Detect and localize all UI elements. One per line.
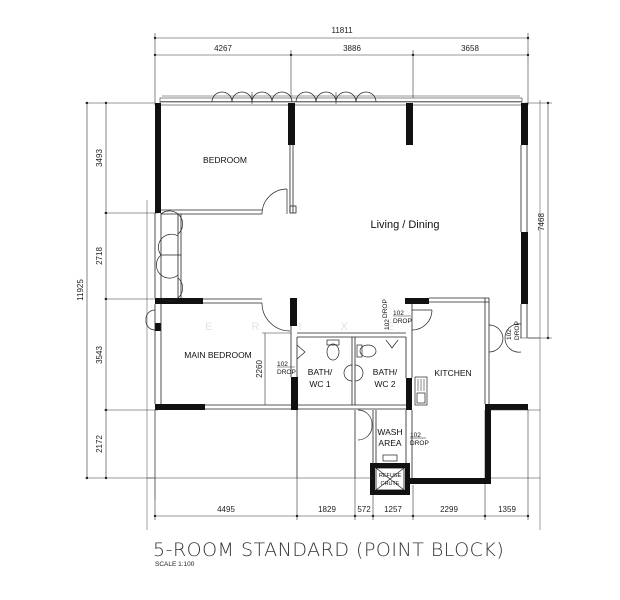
room-label-main-bedroom: MAIN BEDROOM [184, 350, 252, 360]
room-label-bath-wc2-line1: BATH/ [373, 367, 398, 377]
dim-right: 7468 [537, 213, 546, 231]
top-dimension-lines [153, 33, 530, 105]
dim-left-total: 11925 [76, 279, 85, 301]
svg-text:102: 102 [277, 361, 288, 368]
room-label-bedroom: BEDROOM [203, 155, 247, 165]
bottom-dimension-lines [153, 410, 530, 520]
room-label-bath-wc1-line1: BATH/ [308, 367, 333, 377]
svg-text:DROP: DROP [382, 299, 389, 318]
svg-text:102: 102 [410, 432, 421, 439]
top-windows [159, 91, 523, 106]
dim-left-2: 2718 [95, 247, 104, 265]
dim-bottom-3: 572 [357, 505, 371, 514]
dim-left-1: 3493 [95, 149, 104, 167]
room-label-wash-line1: WASH [377, 427, 402, 437]
dim-bottom-4: 1257 [384, 505, 402, 514]
svg-text:DROP: DROP [410, 440, 429, 447]
svg-text:102: 102 [384, 319, 391, 330]
svg-text:DROP: DROP [514, 321, 521, 340]
room-label-bath-wc1-line2: WC 1 [309, 379, 331, 389]
plan-scale: SCALE 1:100 [155, 561, 195, 568]
dim-left-4: 2172 [95, 435, 104, 453]
dim-top-3: 3658 [461, 44, 479, 53]
watermark: E R I X E [205, 321, 412, 333]
drop-annotation-bath-vertical: 102 DROP [382, 299, 391, 330]
dim-top-2: 3886 [343, 44, 361, 53]
partition-walls [147, 145, 540, 479]
svg-text:102: 102 [393, 310, 404, 317]
dim-bottom-1: 4495 [217, 505, 235, 514]
dim-bottom-2: 1829 [318, 505, 336, 514]
dim-inner: 2260 [255, 360, 264, 378]
drop-annotation-main-bedroom: 102 DROP [277, 361, 296, 376]
room-label-bath-wc2-line2: WC 2 [374, 379, 396, 389]
left-dimension-lines [85, 101, 158, 480]
room-label-wash-line2: AREA [378, 438, 401, 448]
room-label-kitchen: KITCHEN [434, 368, 471, 378]
grid-lines [146, 100, 541, 530]
room-label-refuse-line1: REFUSE [379, 473, 402, 479]
structural-walls [155, 103, 528, 495]
fixtures [326, 339, 428, 491]
plan-title: 5-ROOM STANDARD (POINT BLOCK) [153, 539, 504, 561]
svg-text:102: 102 [506, 329, 513, 340]
svg-text:DROP: DROP [277, 369, 296, 376]
dim-bottom-5: 2299 [440, 505, 458, 514]
dim-top-1: 4267 [214, 44, 232, 53]
drop-annotation-wash: 102 DROP [410, 432, 429, 447]
dim-bottom-6: 1359 [498, 505, 516, 514]
drop-annotation-bath-horizontal: 102 DROP [393, 310, 412, 325]
drop-annotation-kitchen-right: 102 DROP [506, 321, 521, 340]
doors [145, 188, 522, 441]
dim-top-total: 11811 [331, 26, 353, 35]
svg-text:DROP: DROP [393, 318, 412, 325]
room-label-refuse-line2: CHUTE [381, 481, 400, 487]
dim-left-3: 3543 [95, 346, 104, 364]
room-label-living-dining: Living / Dining [370, 219, 439, 231]
